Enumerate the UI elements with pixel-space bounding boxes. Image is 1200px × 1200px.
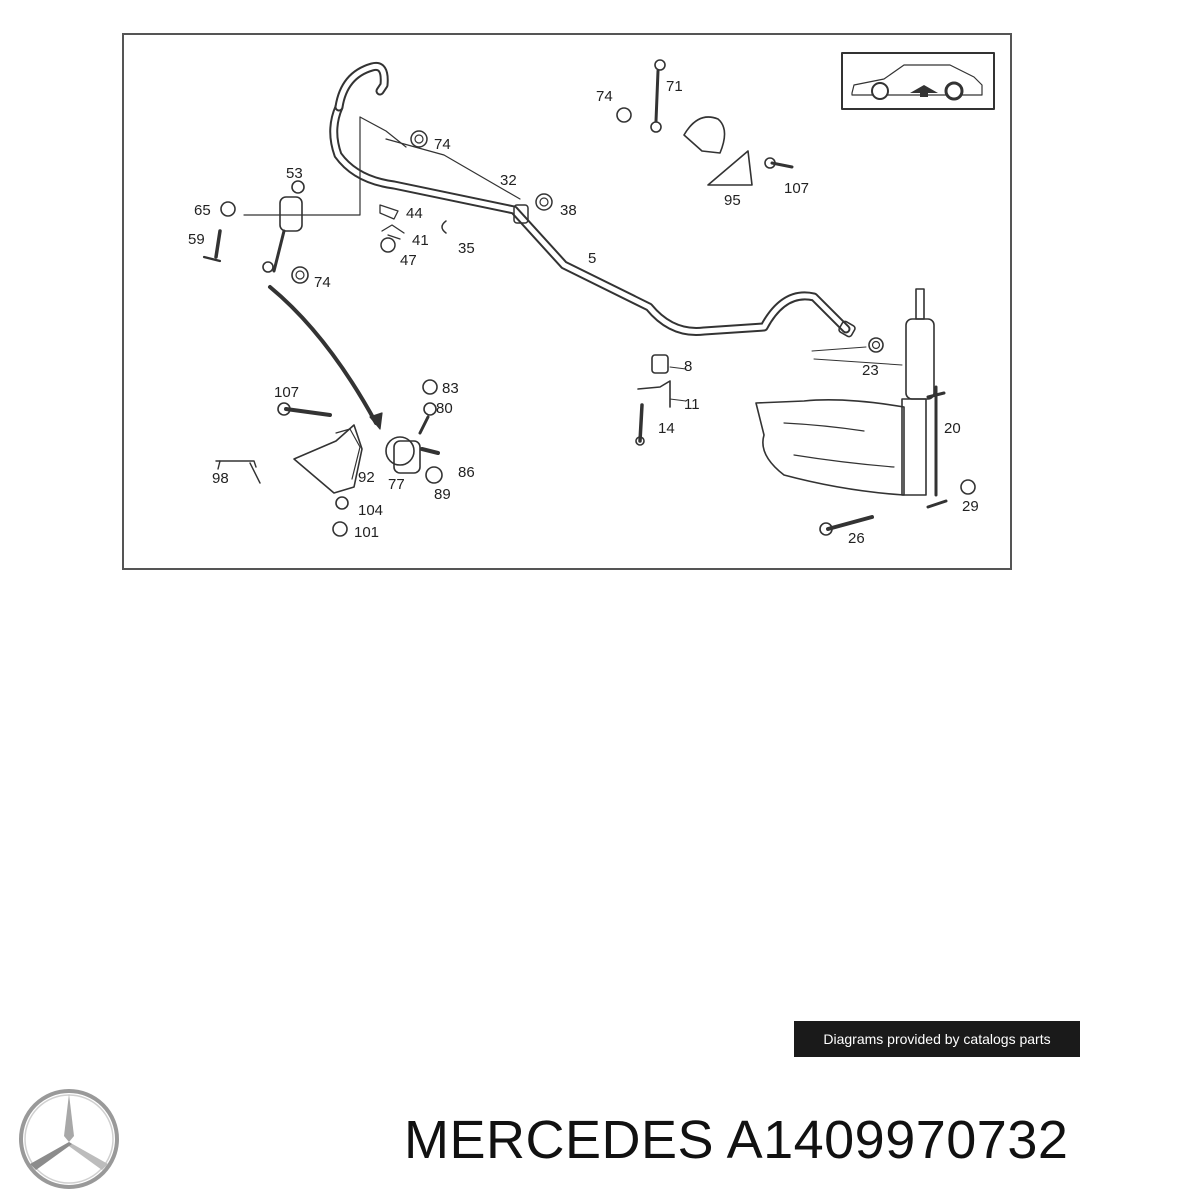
mercedes-star-logo xyxy=(19,1089,119,1189)
callout-65: 65 xyxy=(194,202,211,219)
callout-26: 26 xyxy=(848,530,865,547)
callout-77: 77 xyxy=(388,476,405,493)
callout-35: 35 xyxy=(458,240,475,257)
callout-14: 14 xyxy=(658,420,675,437)
stabilizer-bar xyxy=(329,61,856,338)
callout-20: 20 xyxy=(944,420,961,437)
credit-badge: Diagrams provided by catalogs parts xyxy=(794,1021,1080,1057)
callout-47: 47 xyxy=(400,252,417,269)
callout-59: 59 xyxy=(188,231,205,248)
car-orientation-inset xyxy=(841,52,995,110)
callout-80: 80 xyxy=(436,400,453,417)
callout-89: 89 xyxy=(434,486,451,503)
callout-107: 107 xyxy=(274,384,299,401)
callout-104: 104 xyxy=(358,502,383,519)
callout-23: 23 xyxy=(862,362,879,379)
callout-53: 53 xyxy=(286,165,303,182)
callout-74: 74 xyxy=(314,274,331,291)
callout-5: 5 xyxy=(588,250,596,267)
callout-32: 32 xyxy=(500,172,517,189)
strut-control-arm xyxy=(755,288,976,536)
callout-8: 8 xyxy=(684,358,692,375)
callout-107: 107 xyxy=(784,180,809,197)
stabilizer-link-left xyxy=(202,180,309,284)
callout-labels: 71 74 74 74 53 32 107 95 65 44 38 59 41 … xyxy=(188,78,979,547)
callout-101: 101 xyxy=(354,524,379,541)
product-title: MERCEDES A1409970732 xyxy=(404,1110,1069,1170)
callout-29: 29 xyxy=(962,498,979,515)
callout-74: 74 xyxy=(596,88,613,105)
stabilizer-link-top xyxy=(616,59,794,186)
callout-38: 38 xyxy=(560,202,577,219)
callout-92: 92 xyxy=(358,469,375,486)
callout-98: 98 xyxy=(212,470,229,487)
lower-bracket-assembly xyxy=(215,379,443,537)
callout-44: 44 xyxy=(406,205,423,222)
callout-74: 74 xyxy=(434,136,451,153)
callout-83: 83 xyxy=(442,380,459,397)
callout-71: 71 xyxy=(666,78,683,95)
callout-11: 11 xyxy=(684,396,700,413)
bar-mount-bracket xyxy=(635,354,687,446)
callout-86: 86 xyxy=(458,464,475,481)
callout-95: 95 xyxy=(724,192,741,209)
stabilizer-exploded-view: 71 74 74 74 53 32 107 95 65 44 38 59 41 … xyxy=(188,52,995,547)
parts-diagram: 71 74 74 74 53 32 107 95 65 44 38 59 41 … xyxy=(122,33,1012,570)
callout-41: 41 xyxy=(412,232,429,249)
